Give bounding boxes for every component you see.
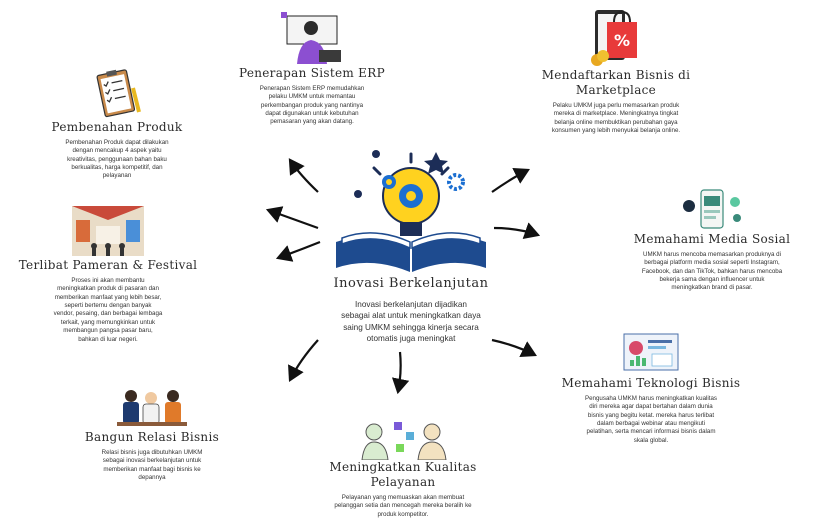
node-produk: Pembenahan Produk Pembenahan Produk dapa… (22, 68, 212, 181)
svg-text:%: % (614, 31, 630, 50)
arrow-produk2 (275, 240, 321, 262)
center-description: Inovasi berkelanjutan dijadikan sebagai … (341, 300, 481, 344)
clipboard-checklist-icon (96, 69, 141, 118)
node-marketplace: % Mendaftarkan Bisnis di Marketplace Pel… (518, 6, 714, 135)
node-produk-description: Pembenahan Produk dapat dilakukan dengan… (65, 139, 169, 180)
node-pameran-title: Terlibat Pameran & Festival (18, 258, 198, 272)
node-marketplace-description: Pelaku UMKM juga perlu memasarkan produk… (551, 102, 681, 135)
arrow-marketplace (491, 168, 530, 193)
node-teknologi-description: Pengusaha UMKM harus meningkatkan kualit… (584, 395, 718, 444)
center-node: Inovasi Berkelanjutan Inovasi berkelanju… (300, 146, 522, 345)
node-pelayanan-description: Pelayanan yang memuaskan akan membuat pe… (334, 494, 472, 518)
node-teknologi-title: Memahami Teknologi Bisnis (561, 376, 741, 390)
node-sosial: Memahami Media Sosial UMKM harus mencoba… (612, 188, 812, 293)
node-produk-title: Pembenahan Produk (51, 120, 183, 134)
arrow-teknologi (491, 338, 537, 357)
node-pelayanan: Meningkatkan Kualitas Pelayanan Pelayana… (300, 418, 506, 519)
node-relasi: Bangun Relasi Bisnis Relasi bisnis juga … (62, 386, 242, 482)
shopping-bag-icon: % (591, 10, 637, 66)
social-media-icon (683, 189, 741, 229)
node-erp-title: Penerapan Sistem ERP (239, 66, 385, 80)
node-relasi-description: Relasi bisnis juga dibutuhkan UMKM sebag… (101, 449, 203, 482)
node-sosial-description: UMKM harus mencoba memasarkan produknya … (641, 251, 783, 292)
lightbulb-book-icon (336, 150, 486, 272)
people-meeting-icon (117, 390, 187, 426)
arrow-relasi (288, 339, 319, 382)
node-erp: Penerapan Sistem ERP Penerapan Sistem ER… (222, 10, 402, 127)
customer-service-icon (361, 422, 447, 460)
node-erp-description: Penerapan Sistem ERP memudahkan pelaku U… (259, 85, 365, 126)
market-stall-icon (72, 206, 144, 256)
person-laptop-icon (281, 12, 341, 64)
node-marketplace-title: Mendaftarkan Bisnis di Marketplace (541, 68, 691, 97)
node-relasi-title: Bangun Relasi Bisnis (84, 430, 220, 444)
dashboard-icon (623, 333, 679, 371)
node-pelayanan-title: Meningkatkan Kualitas Pelayanan (329, 460, 477, 489)
center-title: Inovasi Berkelanjutan (333, 276, 489, 291)
node-pameran: Terlibat Pameran & Festival Proses ini a… (8, 204, 208, 344)
arrow-pameran (265, 206, 319, 230)
arrow-erp (288, 158, 319, 193)
arrow-sosial (493, 222, 541, 239)
node-pameran-description: Proses ini akan membantu meningkatkan pr… (53, 277, 163, 343)
node-sosial-title: Memahami Media Sosial (633, 232, 791, 246)
arrow-pelayanan (391, 351, 410, 395)
node-teknologi: Memahami Teknologi Bisnis Pengusaha UMKM… (556, 330, 746, 445)
